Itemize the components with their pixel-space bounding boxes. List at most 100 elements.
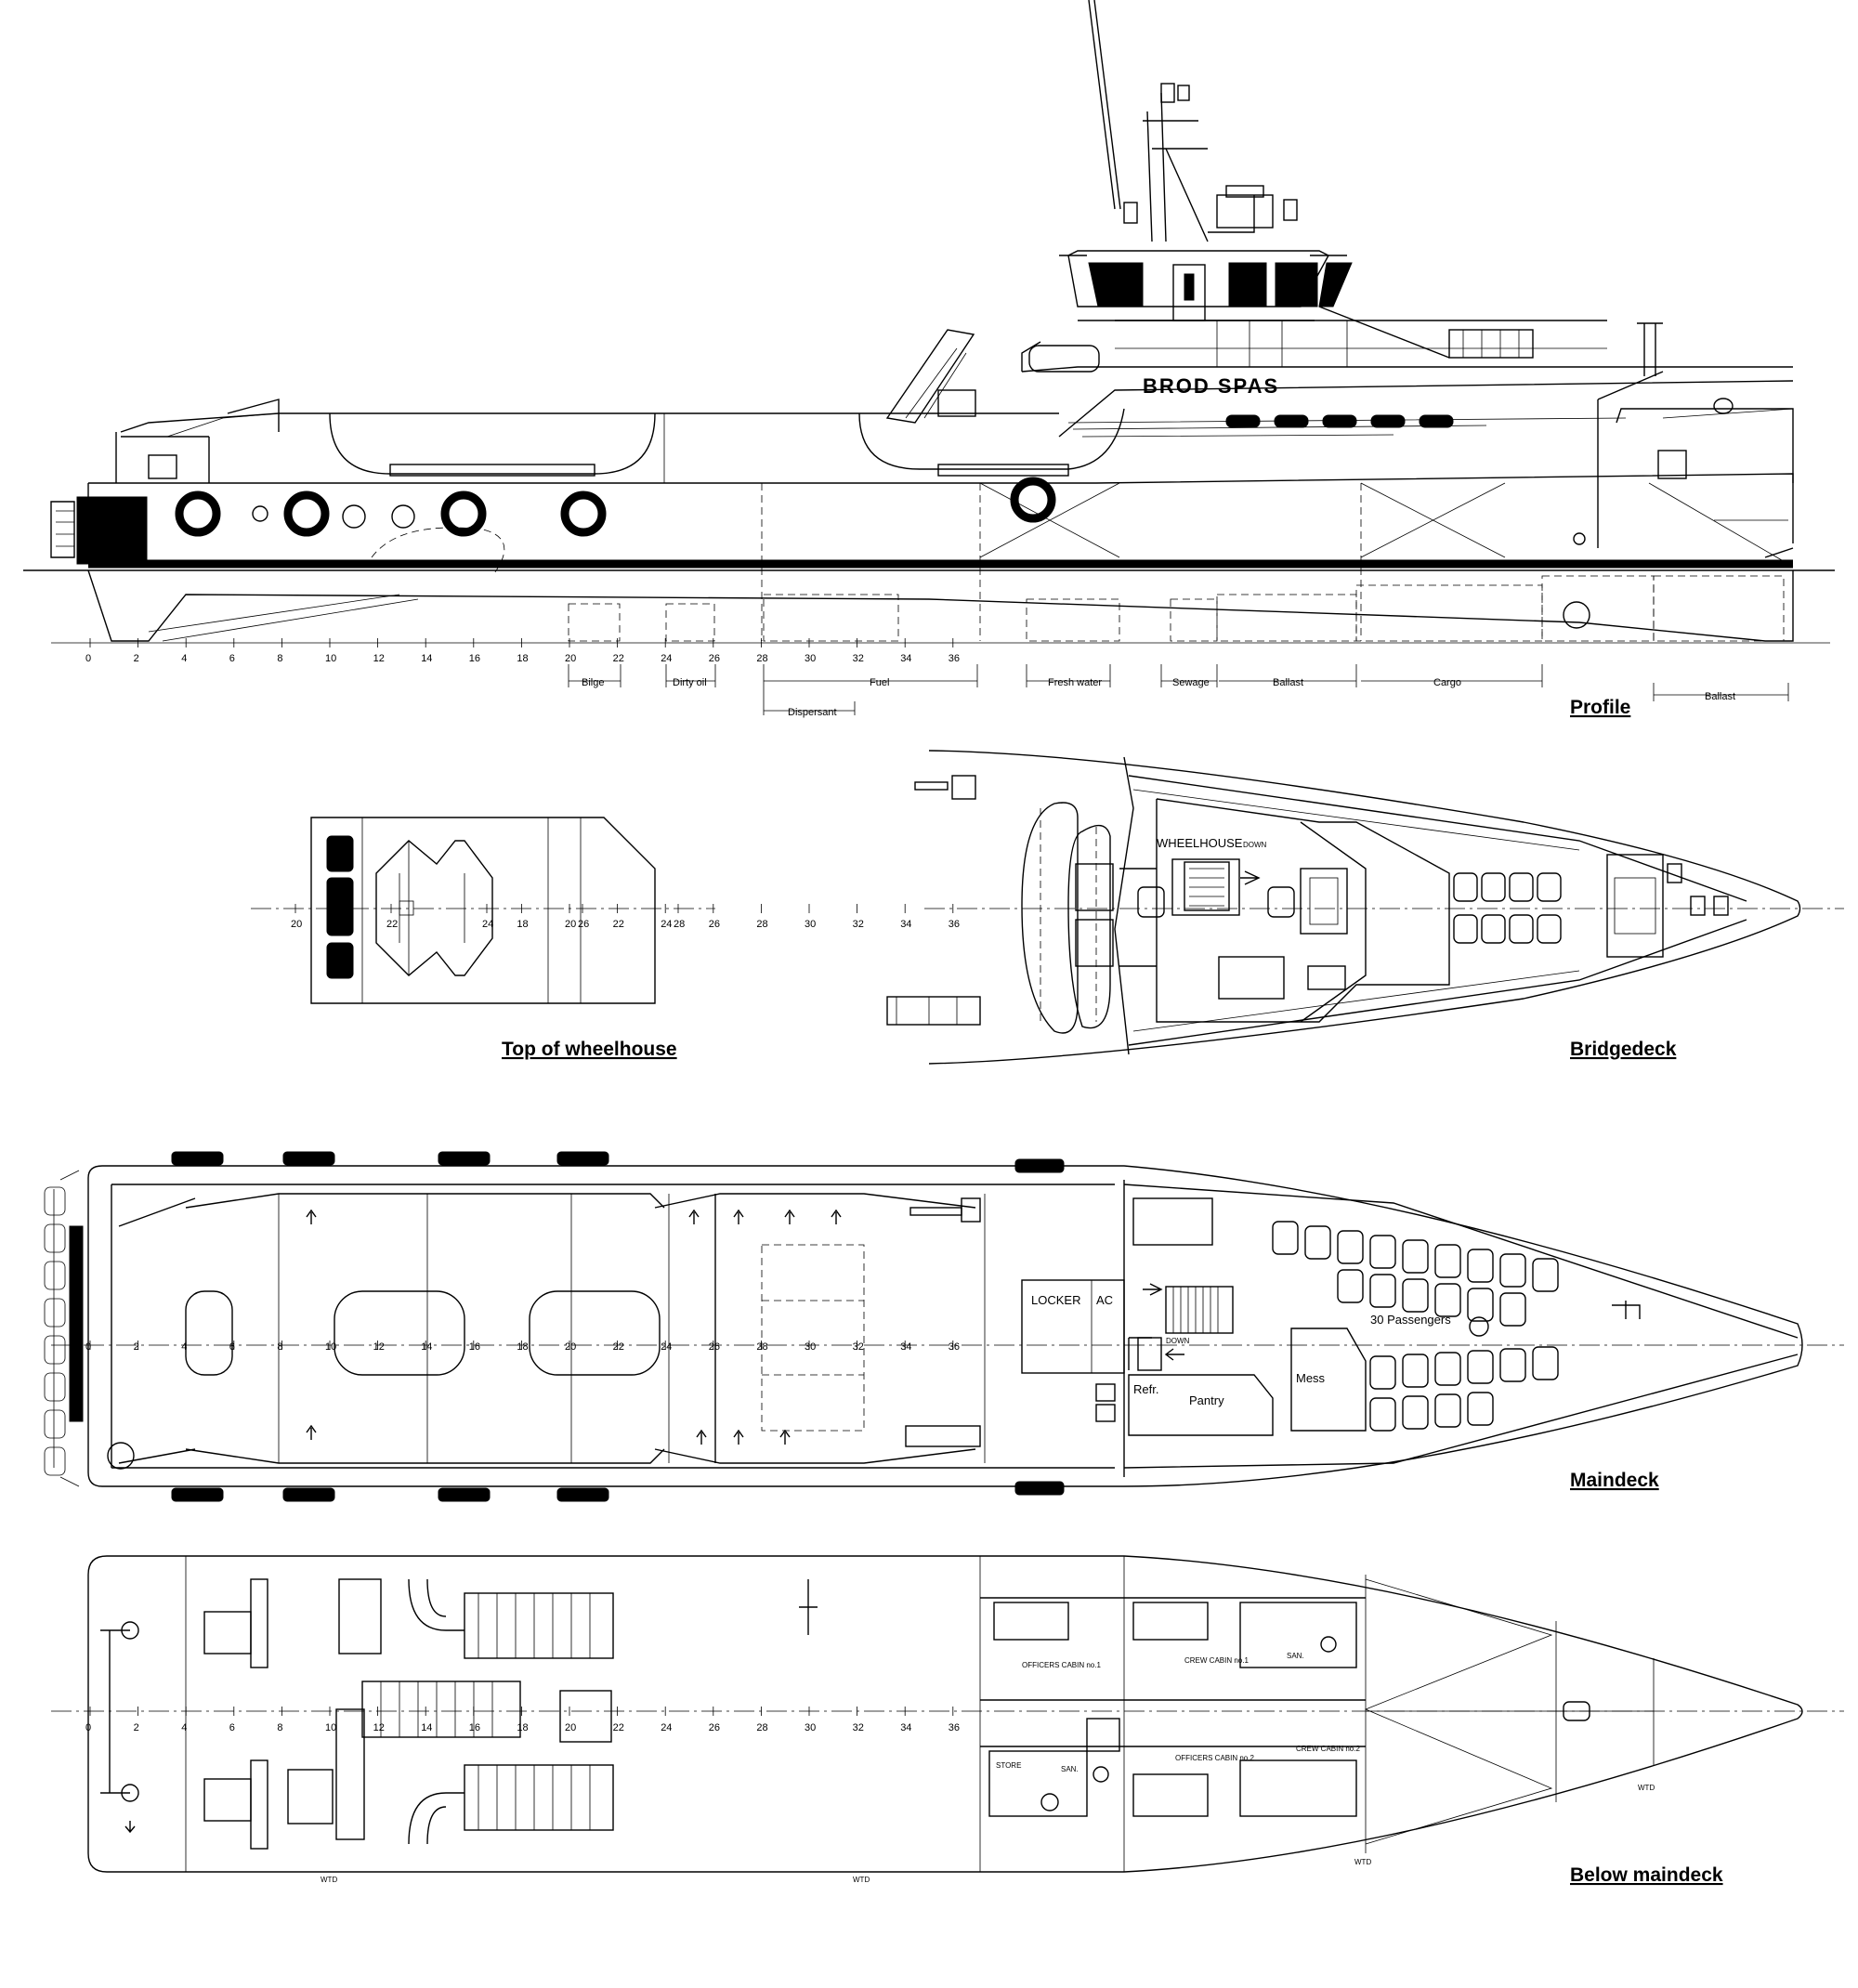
room-crew-cabin-1: CREW CABIN no.1 (1184, 1656, 1249, 1665)
frame-number: 20 (565, 1341, 576, 1353)
room-ac: AC (1096, 1293, 1113, 1307)
frame-number: 0 (85, 653, 91, 664)
view-title-top-of-wheelhouse: Top of wheelhouse (502, 1039, 677, 1060)
room-store: STORE (996, 1761, 1021, 1770)
room-passengers: 30 Passengers (1370, 1313, 1451, 1327)
frame-number: 24 (661, 1341, 672, 1353)
frame-number: 26 (578, 919, 589, 930)
frame-number: 4 (181, 1341, 187, 1353)
view-title-below-maindeck: Below maindeck (1570, 1864, 1723, 1886)
room-crew-cabin-2: CREW CABIN no.2 (1296, 1745, 1360, 1753)
frame-number: 30 (805, 919, 816, 930)
frame-number: 10 (325, 1722, 336, 1733)
frame-number: 26 (709, 653, 720, 664)
frame-number: 34 (900, 1722, 911, 1733)
frame-number: 14 (421, 1722, 432, 1733)
frame-number: 8 (277, 1722, 282, 1733)
frame-number: 8 (277, 653, 282, 664)
frame-number: 30 (805, 1722, 816, 1733)
tank-label-cargo: Cargo (1433, 677, 1461, 688)
wheelhouse-top-frame-ticks: 20 22 24 26 28 (291, 904, 685, 930)
frame-number: 6 (229, 1722, 235, 1733)
frame-number: 36 (949, 919, 960, 930)
view-title-maindeck: Maindeck (1570, 1470, 1659, 1491)
frame-number: 22 (613, 1722, 624, 1733)
room-officers-cabin-1: OFFICERS CABIN no.1 (1022, 1661, 1101, 1669)
frame-number: 34 (900, 919, 911, 930)
wtd-label-1: WTD (321, 1876, 337, 1884)
frame-number: 24 (661, 1722, 672, 1733)
frame-number: 22 (613, 1341, 624, 1353)
frame-number: 10 (325, 653, 336, 664)
frame-number: 2 (134, 1341, 139, 1353)
room-down-bridge: DOWN (1243, 841, 1267, 849)
frame-number: 18 (517, 1341, 528, 1353)
tank-label-ballast: Ballast (1273, 677, 1303, 688)
frame-number: 36 (949, 1341, 960, 1353)
frame-number: 20 (291, 919, 302, 930)
frame-number: 14 (421, 653, 432, 664)
wtd-label-2: WTD (853, 1876, 870, 1884)
room-pantry: Pantry (1189, 1393, 1224, 1407)
frame-number: 32 (853, 653, 864, 664)
frame-number: 32 (853, 1341, 864, 1353)
room-down-main: DOWN (1166, 1337, 1190, 1345)
frame-number: 36 (949, 653, 960, 664)
frame-number: 18 (517, 919, 528, 930)
tank-label-sewage: Sewage (1172, 677, 1210, 688)
wtd-label-4: WTD (1638, 1784, 1655, 1792)
wtd-label-3: WTD (1354, 1858, 1371, 1866)
room-wheelhouse: WHEELHOUSE (1157, 836, 1243, 850)
room-officers-cabin-2: OFFICERS CABIN no.2 (1175, 1754, 1254, 1762)
frame-number: 12 (373, 1341, 385, 1353)
frame-number: 2 (134, 1722, 139, 1733)
frame-number: 20 (565, 919, 576, 930)
frame-number: 16 (469, 1341, 480, 1353)
frame-number: 20 (565, 1722, 576, 1733)
frame-number: 22 (386, 919, 398, 930)
tank-label-dirty-oil: Dirty oil (673, 677, 707, 688)
frame-number: 36 (949, 1722, 960, 1733)
room-san-2: SAN. (1287, 1652, 1304, 1660)
frame-number: 30 (805, 1341, 816, 1353)
tank-label-dispersant: Dispersant (788, 707, 837, 718)
frame-number: 20 (565, 653, 576, 664)
frame-number: 28 (756, 1341, 767, 1353)
frame-number: 10 (325, 1341, 336, 1353)
tank-label-ballast-aft: Ballast (1705, 691, 1735, 702)
tank-dimensions: Bilge Dirty oil Fuel Dispersant Fresh wa… (568, 664, 1789, 718)
top-of-wheelhouse-view: 20 22 24 26 28 Top of wheelhouse (251, 817, 715, 1060)
frame-number: 28 (756, 919, 767, 930)
frame-number: 2 (134, 653, 139, 664)
frame-number: 12 (373, 1722, 385, 1733)
tank-label-fuel: Fuel (870, 677, 889, 688)
frame-number: 16 (469, 653, 480, 664)
frame-number: 26 (709, 1722, 720, 1733)
bridgedeck-frame-ticks: 18 20 22 24 26 28 30 32 34 36 (517, 904, 960, 930)
room-locker: LOCKER (1031, 1293, 1080, 1307)
view-title-bridgedeck: Bridgedeck (1570, 1039, 1677, 1060)
frame-number: 28 (674, 919, 685, 930)
frame-number: 26 (709, 919, 720, 930)
frame-number: 34 (900, 1341, 911, 1353)
frame-number: 24 (482, 919, 493, 930)
view-title-profile: Profile (1570, 697, 1630, 718)
room-san-1: SAN. (1061, 1765, 1079, 1773)
frame-number: 28 (756, 653, 767, 664)
tank-label-fresh-water: Fresh water (1048, 677, 1102, 688)
frame-number: 26 (709, 1341, 720, 1353)
frame-number: 28 (756, 1722, 767, 1733)
bridgedeck-view: 18 20 22 24 26 28 30 32 34 36 WHEELHOUSE DOWN (517, 750, 1844, 1065)
frame-number: 32 (853, 919, 864, 930)
frame-number: 18 (517, 1722, 528, 1733)
frame-number: 24 (661, 919, 672, 930)
tank-label-bilge: Bilge (582, 677, 604, 688)
frame-number: 4 (181, 653, 187, 664)
frame-number: 22 (613, 919, 624, 930)
